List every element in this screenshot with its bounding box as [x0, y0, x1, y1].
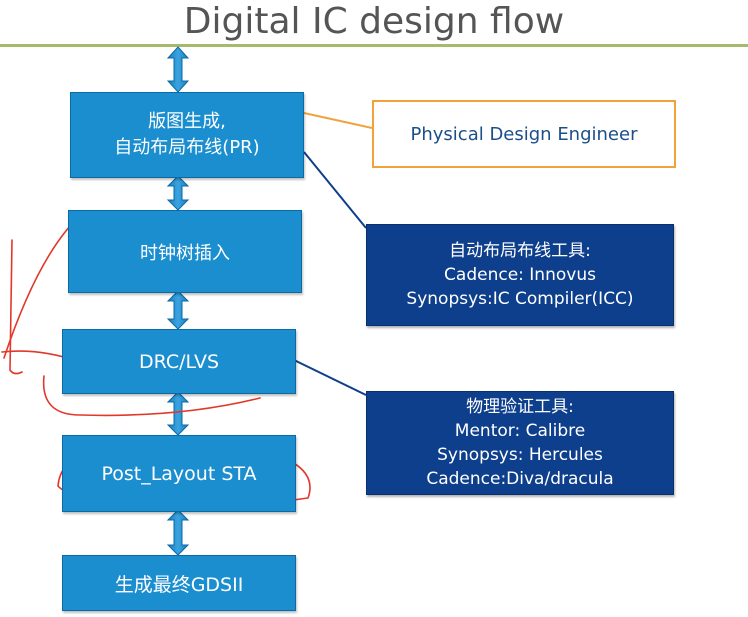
verify-tools-callout-line [293, 359, 367, 396]
verify-tools-line: Mentor: Calibre [454, 421, 586, 441]
double-arrow-sta-gds [166, 509, 190, 556]
double-arrow-top [166, 46, 190, 93]
verify-tools-box: 物理验证工具: Mentor: Calibre Synopsys: Hercul… [366, 391, 674, 495]
role-box: Physical Design Engineer [372, 100, 676, 168]
page-title: Digital IC design flow [183, 1, 565, 42]
verify-tools-heading: 物理验证工具: [466, 397, 574, 417]
pr-tools-line: Cadence: Innovus [444, 265, 596, 285]
pr-tools-box: 自动布局布线工具: Cadence: Innovus Synopsys:IC C… [366, 224, 674, 326]
verify-tools-line: Synopsys: Hercules [437, 445, 603, 465]
pr-tools-line: Synopsys:IC Compiler(ICC) [406, 289, 634, 309]
left-bracket-annotation [9, 239, 23, 375]
verify-tools-line: Cadence:Diva/dracula [426, 469, 614, 489]
flow-step-drc: DRC/LVS [62, 329, 296, 394]
flow-step-drc-label: DRC/LVS [138, 350, 220, 373]
drc-swoosh-annotation [42, 375, 261, 417]
double-arrow-cts-drc [166, 290, 190, 330]
pr-tools-heading: 自动布局布线工具: [449, 241, 591, 261]
role-callout-line [303, 112, 373, 129]
flow-step-pr: 版图生成, 自动布局布线(PR) [70, 92, 304, 178]
pr-tools-callout-line [303, 151, 367, 229]
double-arrow-drc-sta [166, 391, 190, 436]
role-box-label: Physical Design Engineer [410, 123, 638, 145]
flow-step-sta: Post_Layout STA [62, 435, 296, 512]
flow-step-cts-label: 时钟树插入 [140, 242, 230, 264]
double-arrow-pr-cts [166, 175, 190, 211]
flow-step-gds-label: 生成最终GDSII [114, 573, 244, 596]
flow-step-cts: 时钟树插入 [68, 210, 302, 293]
flow-step-pr-label: 版图生成, 自动布局布线(PR) [114, 111, 260, 158]
flow-step-sta-label: Post_Layout STA [101, 462, 257, 485]
title-underline [0, 44, 748, 47]
flow-step-gds: 生成最终GDSII [62, 555, 296, 611]
